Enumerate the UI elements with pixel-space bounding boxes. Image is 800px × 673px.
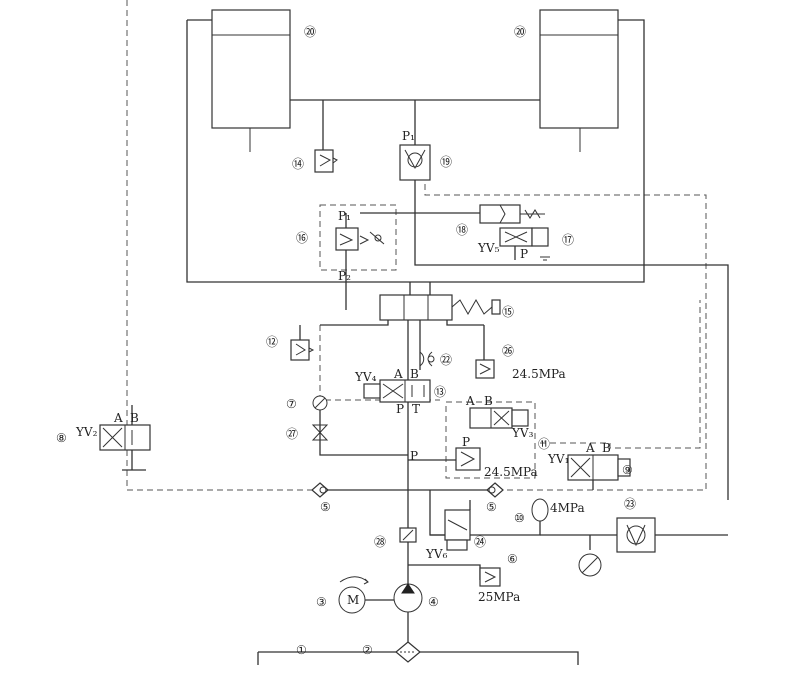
label-pressure-11: 24.5MPa [484, 465, 538, 479]
number-9: ⑨ [622, 463, 633, 477]
directional-valve-8 [99, 424, 151, 451]
hydraulic-pump [393, 583, 423, 613]
relief-valve-14 [314, 149, 338, 173]
number-7: ⑦ [286, 397, 297, 411]
hydraulic-cylinder-right [539, 9, 619, 152]
number-23: ㉓ [624, 497, 636, 511]
number-22: ㉒ [440, 353, 452, 367]
filter-23 [616, 517, 656, 553]
label-pressure-10: 4MPa [550, 501, 585, 515]
label-yv1: YV₁ [547, 452, 569, 466]
electric-motor [338, 576, 395, 614]
label-b-valve13: B [410, 367, 419, 381]
label-p-valve11: P [462, 435, 470, 449]
number-20-right: ⑳ [514, 25, 526, 39]
label-b-valve9: B [602, 441, 611, 455]
label-yv4: YV₄ [354, 370, 377, 384]
stop-valve-27 [311, 424, 329, 441]
number-5-right: ⑤ [486, 500, 497, 514]
label-yv5: YV₅ [477, 241, 500, 255]
directional-valve-15 [379, 294, 501, 321]
label-yv6: YV₆ [425, 547, 448, 561]
component-numbers: ⑳ ⑳ ⑭ ⑲ ⑯ ⑱ ⑰ ⑮ ⑫ ㉒ ㉖ ⑬ ⑦ ㉗ ⑧ ⑪ ⑨ ⑤ ⑤ ⑩ … [56, 25, 636, 657]
pressure-gauge-7 [312, 395, 328, 411]
relief-valve-6 [479, 567, 501, 587]
directional-valve-11 [455, 407, 529, 471]
number-4: ④ [428, 595, 439, 609]
label-p1-valve16: P₁ [338, 209, 351, 223]
relief-valve-26 [475, 359, 495, 379]
number-1: ① [296, 643, 307, 657]
label-p-valve13: P [396, 402, 404, 416]
accumulator-10 [531, 498, 549, 522]
label-pressure-6: 25MPa [478, 590, 520, 604]
label-pressure-26: 24.5MPa [512, 367, 566, 381]
pressure-lines [122, 19, 729, 665]
label-p2-valve16: P₂ [338, 269, 351, 283]
suction-filter [395, 641, 421, 663]
port-labels: P₁ P₁ P₂ YV₅ P YV₄ A B P T 24.5MPa A B Y… [75, 129, 611, 607]
number-8: ⑧ [56, 431, 67, 445]
check-valve-5-right [486, 482, 504, 498]
number-10: ⑩ [514, 511, 525, 525]
number-26: ㉖ [502, 344, 514, 358]
number-17: ⑰ [562, 233, 574, 247]
label-b-valve8: B [130, 411, 139, 425]
pressure-gauge-23 [578, 553, 602, 577]
number-5-left: ⑤ [320, 500, 331, 514]
number-18: ⑱ [456, 223, 468, 237]
check-valve-5-left [311, 482, 329, 498]
label-a-valve9: A [585, 441, 595, 455]
label-a-valve13: A [393, 367, 403, 381]
number-3: ③ [316, 595, 327, 609]
number-6: ⑥ [507, 552, 518, 566]
label-p1-top: P₁ [402, 129, 415, 143]
number-24: ㉔ [474, 535, 486, 549]
number-13: ⑬ [434, 385, 446, 399]
pressure-switch-18 [479, 204, 545, 224]
number-2: ② [362, 643, 373, 657]
hydraulic-lock-19 [399, 144, 431, 181]
number-16: ⑯ [296, 231, 308, 245]
filter-28 [399, 527, 417, 543]
label-p-valve17: P [520, 247, 528, 261]
number-15: ⑮ [502, 305, 514, 319]
label-a-valve11: A [465, 394, 475, 408]
label-b-valve11: B [484, 394, 493, 408]
directional-valve-17 [499, 227, 549, 247]
number-11: ⑪ [538, 437, 550, 451]
number-19: ⑲ [440, 155, 452, 169]
label-motor: M [347, 593, 359, 607]
valve-assembly-16 [335, 227, 385, 251]
number-12: ⑫ [266, 335, 278, 349]
solenoid-valve-24 [444, 509, 471, 551]
label-p-main: P [410, 449, 418, 463]
directional-valve-13 [363, 379, 431, 403]
directional-valve-9 [567, 454, 631, 481]
label-a-valve8: A [113, 411, 123, 425]
number-14: ⑭ [292, 157, 304, 171]
relief-valve-12 [290, 339, 315, 361]
number-20-left: ⑳ [304, 25, 316, 39]
hydraulic-cylinder-left [211, 9, 291, 152]
label-t-valve13: T [412, 402, 420, 416]
number-27: ㉗ [286, 427, 298, 441]
tank-symbol [128, 256, 550, 471]
number-28: ㉘ [374, 535, 386, 549]
label-yv2: YV₂ [75, 425, 98, 439]
throttle-check-valve-22 [419, 351, 435, 367]
label-yv3: YV₃ [511, 426, 534, 440]
